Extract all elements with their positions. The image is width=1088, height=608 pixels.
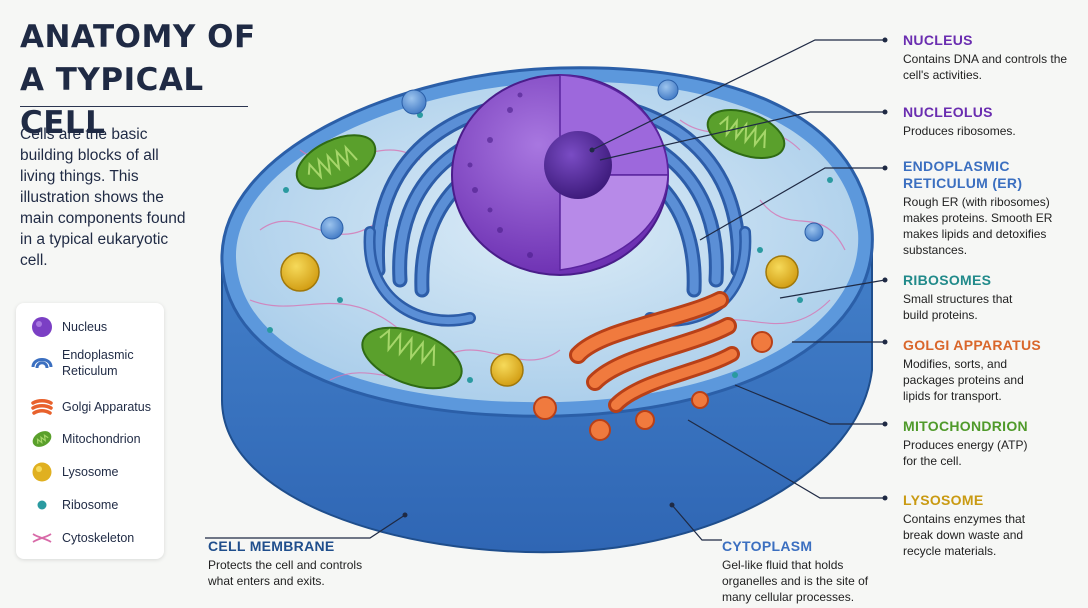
legend-item-lysosome: Lysosome <box>30 460 152 484</box>
legend-item-er: Endoplasmic Reticulum <box>30 347 152 379</box>
label-ribosomes: RIBOSOMES Small structures that build pr… <box>903 272 1013 322</box>
legend-item-nucleus: Nucleus <box>30 315 152 339</box>
leader-lines <box>205 39 886 541</box>
lysosome-icon <box>32 462 52 482</box>
nuclear-pores <box>467 92 533 258</box>
mitochondrion-icon <box>32 431 52 447</box>
legend-item-golgi: Golgi Apparatus <box>30 395 152 419</box>
label-golgi: GOLGI APPARATUS Modifies, sorts, and pac… <box>903 337 1042 403</box>
nucleolus <box>544 131 612 199</box>
golgi-icon <box>31 399 53 415</box>
er-icon <box>31 358 53 369</box>
ribosome-icon <box>37 500 47 510</box>
golgi-vesicles <box>533 331 773 441</box>
vesicles <box>320 79 824 242</box>
label-cytoplasm: CYTOPLASM Gel-like fluid that holds orga… <box>722 538 869 604</box>
legend: Nucleus Endoplasmic Reticulum Golgi Appa… <box>16 303 164 559</box>
legend-item-cytoskeleton: Cytoskeleton <box>30 526 152 550</box>
mitochondrion-top-left <box>295 134 377 190</box>
label-er: ENDOPLASMIC RETICULUM (ER) Rough ER (wit… <box>903 158 1053 257</box>
label-mitochondrion: MITOCHONDRION Produces energy (ATP) for … <box>903 418 1028 468</box>
label-lysosome: LYSOSOME Contains enzymes that break dow… <box>903 492 1026 558</box>
title-divider <box>20 106 248 107</box>
leader-dots <box>402 37 888 518</box>
label-nucleolus: NUCLEOLUS Produces ribosomes. <box>903 104 1016 138</box>
golgi-apparatus <box>569 291 740 413</box>
intro-text: Cells are the basic building blocks of a… <box>20 126 186 269</box>
legend-item-mitochondrion: Mitochondrion <box>30 427 152 451</box>
cytoskeleton-icon <box>32 533 52 543</box>
mitochondrion-left <box>361 326 463 390</box>
nucleus-icon <box>32 317 52 337</box>
label-cell-membrane: CELL MEMBRANE Protects the cell and cont… <box>208 538 363 588</box>
label-nucleus: NUCLEUS Contains DNA and controls the ce… <box>903 32 1068 82</box>
lysosomes <box>280 252 799 387</box>
legend-item-ribosome: Ribosome <box>30 493 152 517</box>
